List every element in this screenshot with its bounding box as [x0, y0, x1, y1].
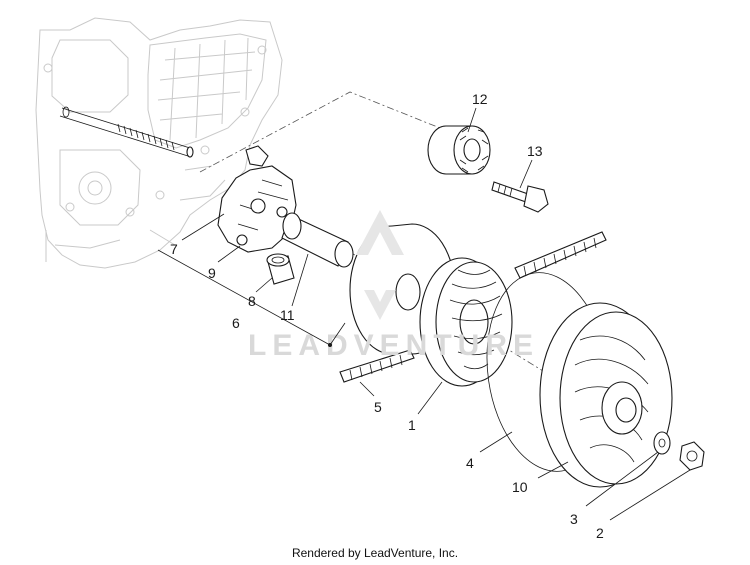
callout-11: 11: [280, 307, 295, 323]
callout-9: 9: [208, 265, 216, 281]
leader-dot: [328, 343, 332, 347]
part-11-sleeve: [281, 212, 354, 268]
callout-labels: 12 13 7 9 8 6 11 5 1 4 10 3 2: [170, 91, 604, 541]
callout-6: 6: [232, 315, 240, 331]
callout-1: 1: [408, 417, 416, 433]
render-credit-caption: Rendered by LeadVenture, Inc.: [292, 546, 458, 560]
watermark-text: LEADVENTURE: [248, 329, 539, 362]
callout-5: 5: [374, 399, 382, 415]
leadventure-watermark: LEADVENTURE: [248, 210, 539, 362]
callout-12: 12: [472, 91, 488, 107]
assembly-centerline-upper: [199, 91, 471, 173]
callout-4: 4: [466, 455, 474, 471]
part-5-belt: [339, 231, 607, 383]
callout-3: 3: [570, 511, 578, 527]
callout-10: 10: [512, 479, 528, 495]
drive-shaft: [59, 106, 194, 158]
part-7-variator-plate: [217, 145, 297, 253]
callout-8: 8: [248, 293, 256, 309]
callout-2: 2: [596, 525, 604, 541]
part-8-bushing: [266, 253, 295, 285]
part-12-roller: [427, 125, 491, 175]
callout-13: 13: [527, 143, 543, 159]
engine-case-outline: [35, 17, 283, 269]
part-3-washer: [653, 431, 671, 455]
leader-lines: [157, 107, 691, 521]
part-13-bolt: [491, 181, 549, 213]
part-2-nut: [679, 441, 705, 471]
part-1-cooling-fan: [419, 257, 513, 387]
callout-7: 7: [170, 241, 178, 257]
part-10-fixed-pulley: [539, 302, 673, 488]
